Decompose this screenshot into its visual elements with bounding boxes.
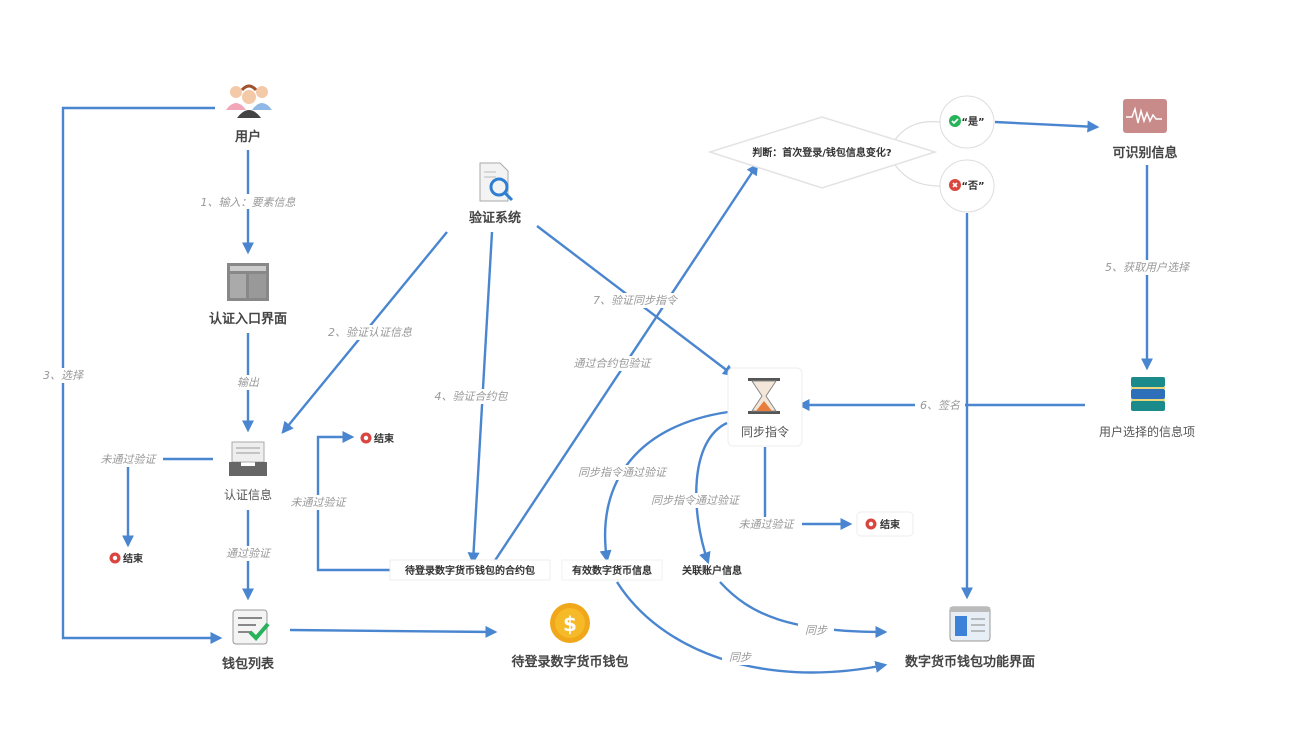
node-label: 用户 xyxy=(234,129,261,145)
page-layout-icon xyxy=(227,263,269,301)
item-label: 待登录数字货币钱包的合约包 xyxy=(405,564,535,577)
node-label: 用户选择的信息项 xyxy=(1099,424,1195,439)
edge-sync-to-valid xyxy=(599,410,729,563)
no-node[interactable]: “否” xyxy=(939,159,995,213)
edge-label: 未通过验证 xyxy=(739,518,796,531)
user-selected-items-node[interactable]: 用户选择的信息项 xyxy=(1099,377,1195,439)
edge-label: 5、获取用户选择 xyxy=(1105,261,1191,274)
edge-auth-fail xyxy=(122,457,213,548)
node-label: 待登录数字货币钱包 xyxy=(510,654,628,670)
linked-account-info-item[interactable]: 关联账户信息 xyxy=(682,564,742,577)
edge-label: 1、输入：要素信息 xyxy=(201,196,296,209)
node-label: 钱包列表 xyxy=(222,656,275,672)
node-label: 可识别信息 xyxy=(1112,145,1177,161)
edge-labels: 1、输入：要素信息 输出 2、验证认证信息 3、选择 未通过验证 通过验证 未通… xyxy=(38,194,1199,665)
wallet-list-node[interactable]: 钱包列表 xyxy=(222,609,275,672)
edge-label: 7、验证同步指令 xyxy=(593,294,679,307)
edge-label: 同步 xyxy=(805,624,828,637)
node-label: 数字货币钱包功能界面 xyxy=(905,654,1035,670)
end-label: 结束 xyxy=(123,552,144,565)
end-label: 结束 xyxy=(374,432,395,445)
no-label: “否” xyxy=(961,180,984,192)
edge-label: 通过合约包验证 xyxy=(574,357,653,370)
waveform-icon xyxy=(1123,99,1167,133)
coin-dollar-icon: $ xyxy=(550,603,590,643)
edge-label: 同步 xyxy=(729,651,752,664)
item-label: 有效数字货币信息 xyxy=(572,564,652,577)
user-node[interactable]: 用户 xyxy=(226,84,272,145)
checklist-icon xyxy=(232,609,270,645)
verify-system-node[interactable]: 验证系统 xyxy=(469,162,521,226)
valid-currency-info-item[interactable]: 有效数字货币信息 xyxy=(561,559,663,581)
edge-label: 同步指令通过验证 xyxy=(651,494,741,507)
edge-valid-sync xyxy=(615,581,888,674)
wallet-ui-node[interactable]: 数字货币钱包功能界面 xyxy=(905,606,1035,670)
edge-label: 2、验证认证信息 xyxy=(328,326,412,339)
edge-label: 同步指令通过验证 xyxy=(578,466,668,479)
decision-node[interactable]: 判断：首次登录/钱包信息变化? xyxy=(707,116,938,189)
database-stack-icon xyxy=(1131,377,1165,411)
edge-label: 3、选择 xyxy=(43,369,85,382)
edge-account-sync xyxy=(719,581,888,638)
edge-yes-to-info xyxy=(994,120,1100,133)
end-node-3[interactable]: 结束 xyxy=(856,511,914,537)
node-label: 验证系统 xyxy=(469,210,521,226)
item-label: 关联账户信息 xyxy=(682,564,742,577)
hourglass-icon xyxy=(748,378,780,414)
edge-label: 输出 xyxy=(237,376,260,389)
node-label: 认证入口界面 xyxy=(209,311,287,327)
contract-package-item[interactable]: 待登录数字货币钱包的合约包 xyxy=(389,559,551,581)
yes-label: “是” xyxy=(961,116,984,128)
edge-sync-to-account xyxy=(695,421,728,565)
app-window-icon xyxy=(949,606,991,642)
sync-command-node[interactable]: 同步指令 xyxy=(727,367,803,447)
edge-label: 未通过验证 xyxy=(291,496,348,509)
edge-list-to-wallet xyxy=(289,625,498,638)
node-label: 同步指令 xyxy=(741,424,789,439)
end-node-1[interactable]: 结束 xyxy=(360,432,396,445)
auth-info-node[interactable]: 认证信息 xyxy=(224,441,272,502)
document-search-icon xyxy=(479,162,514,202)
users-icon xyxy=(226,84,272,118)
edge-label: 4、验证合约包 xyxy=(435,390,509,403)
pending-wallet-node[interactable]: $ 待登录数字货币钱包 xyxy=(510,603,629,670)
edge-label: 6、签名 xyxy=(920,399,961,412)
yes-node[interactable]: “是” xyxy=(939,95,995,149)
end-node-2[interactable]: 结束 xyxy=(109,552,144,565)
identifiable-info-node[interactable]: 可识别信息 xyxy=(1112,99,1178,161)
edge-sync-fail xyxy=(763,447,853,530)
edge-label: 未通过验证 xyxy=(101,453,158,466)
edge-label: 通过验证 xyxy=(226,547,272,560)
auth-entry-node[interactable]: 认证入口界面 xyxy=(209,263,287,327)
end-label: 结束 xyxy=(880,518,901,531)
inbox-tray-icon xyxy=(229,441,267,476)
decision-label: 判断：首次登录/钱包信息变化? xyxy=(752,146,892,159)
svg-text:$: $ xyxy=(563,612,577,636)
node-label: 认证信息 xyxy=(224,487,272,502)
